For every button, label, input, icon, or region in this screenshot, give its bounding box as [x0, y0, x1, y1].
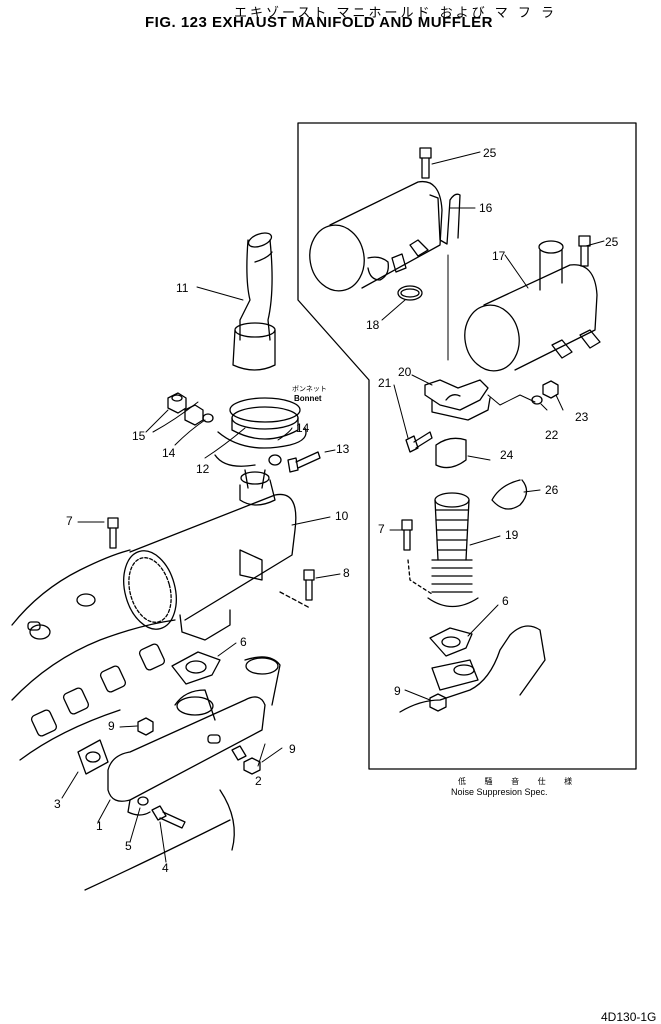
clamp-18 [397, 285, 423, 301]
callout-19: 19 [505, 528, 519, 542]
callout-4: 4 [162, 861, 169, 875]
callout-7: 7 [66, 514, 73, 528]
elbow-pipe-11 [232, 232, 276, 371]
callout-9-left: 9 [108, 719, 115, 733]
callout-10: 10 [335, 509, 349, 523]
callout-14-right: 14 [296, 421, 310, 435]
callout-25-right: 25 [605, 235, 619, 249]
callout-25-top: 25 [483, 146, 497, 160]
callout-18: 18 [366, 318, 380, 332]
bolt-13 [287, 451, 321, 473]
callout-14-left: 14 [162, 446, 176, 460]
nut-9-left [137, 717, 154, 736]
bonnet-label: Bonnet [294, 394, 322, 403]
bracket-20 [424, 379, 491, 421]
manifold-inset [399, 625, 546, 713]
callout-15: 15 [132, 429, 146, 443]
callout-11: 11 [176, 281, 189, 295]
noise-spec-label-jp: 低 騒 音 仕 様 [458, 777, 581, 786]
bolt-25-top [419, 147, 432, 179]
bolt-4 [151, 805, 186, 829]
gasket-6-left [171, 651, 221, 685]
callout-2: 2 [255, 774, 262, 788]
washer-14-left [202, 413, 214, 423]
nut-15b [184, 404, 204, 426]
callout-20: 20 [398, 365, 412, 379]
washer-14-right [268, 454, 282, 466]
washer-22 [531, 395, 543, 405]
bolt-25-right [578, 235, 591, 267]
nut-9-inset [429, 693, 447, 712]
leader-lines-left [61, 286, 341, 863]
muffler-10 [123, 469, 297, 641]
hose-26 [491, 479, 528, 510]
inset-frame [297, 122, 637, 770]
gasket-6-inset [429, 627, 473, 657]
flex-pipe-19 [427, 492, 479, 608]
callout-5: 5 [125, 839, 132, 853]
callout-23: 23 [575, 410, 589, 424]
nut-23 [542, 380, 559, 399]
figure-title: FIG. 123 EXHAUST MANIFOLD AND MUFFLER [145, 14, 493, 31]
nut-9-mid [243, 757, 261, 775]
rubber-24 [435, 437, 467, 469]
stud-2 [231, 745, 247, 761]
leader-lines-inset [381, 151, 605, 701]
noise-spec-label: Noise Suppresion Spec. [451, 787, 548, 797]
page-code: 4D130-1G [601, 1010, 657, 1024]
callout-9-inset: 9 [394, 684, 401, 698]
bolt-7-inset [401, 519, 433, 595]
callout-24: 24 [500, 448, 514, 462]
bonnet-label-jp: ボンネット [292, 385, 327, 393]
callout-26: 26 [545, 483, 559, 497]
bolt-21 [405, 431, 433, 453]
gasket-3 [77, 739, 109, 775]
callout-9-right: 9 [289, 742, 296, 756]
japanese-title: エキゾースト マニホールド および マ フ ラ [234, 6, 558, 21]
callout-7-inset: 7 [378, 522, 385, 536]
callout-17: 17 [492, 249, 506, 263]
nut-15 [167, 392, 187, 414]
callout-16: 16 [479, 201, 493, 215]
callout-8: 8 [343, 566, 350, 580]
bonnet-ring-12 [214, 397, 307, 467]
muffler-16 [309, 180, 461, 292]
washer-5 [137, 796, 149, 806]
callout-22: 22 [545, 428, 559, 442]
callout-12: 12 [196, 462, 210, 476]
bolt-7-left [107, 517, 119, 549]
engine-block-outline [11, 549, 235, 891]
callout-3: 3 [54, 797, 61, 811]
callout-6: 6 [240, 635, 247, 649]
muffler-17 [464, 240, 601, 372]
callout-21: 21 [378, 376, 392, 390]
bolt-8 [279, 569, 315, 609]
callout-13: 13 [336, 442, 350, 456]
callout-6-inset: 6 [502, 594, 509, 608]
callout-1: 1 [96, 819, 103, 833]
